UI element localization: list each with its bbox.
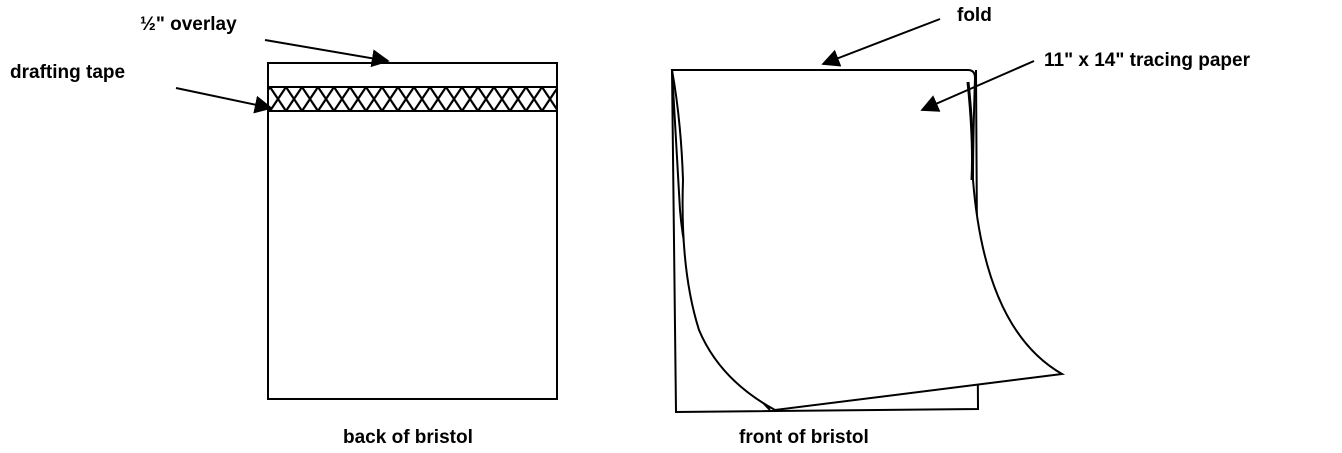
bristol-back-board (267, 62, 558, 400)
fold-label: fold (957, 5, 992, 26)
tracing-paper-edge (966, 81, 974, 181)
overlay-label: ½" overlay (140, 14, 237, 35)
tracing-paper-arrow (920, 60, 1035, 112)
drafting-tape-label: drafting tape (10, 62, 126, 83)
fold-arrow (821, 18, 941, 67)
overlay-arrow (264, 39, 390, 68)
tracing-paper-label: 11" x 14" tracing paper (1044, 50, 1251, 71)
drafting-tape-strip (268, 86, 557, 112)
drafting-tape-arrow (175, 87, 273, 114)
front-of-bristol-caption: front of bristol (739, 427, 869, 448)
tracing-paper-sheet (670, 69, 1066, 412)
back-of-bristol-caption: back of bristol (343, 427, 473, 448)
